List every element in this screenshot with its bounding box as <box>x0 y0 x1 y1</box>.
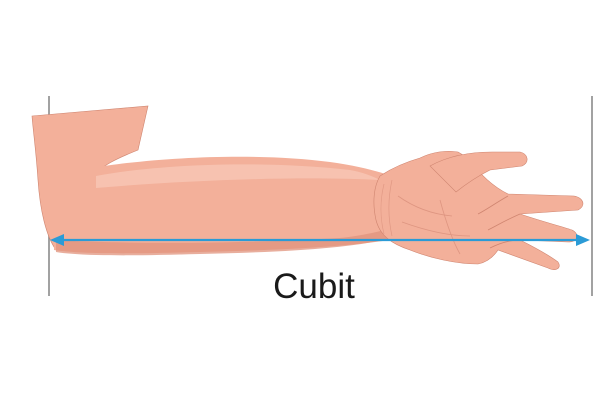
arm-illustration <box>32 106 583 270</box>
cubit-label: Cubit <box>0 266 598 308</box>
arrow-head-right <box>576 234 590 246</box>
